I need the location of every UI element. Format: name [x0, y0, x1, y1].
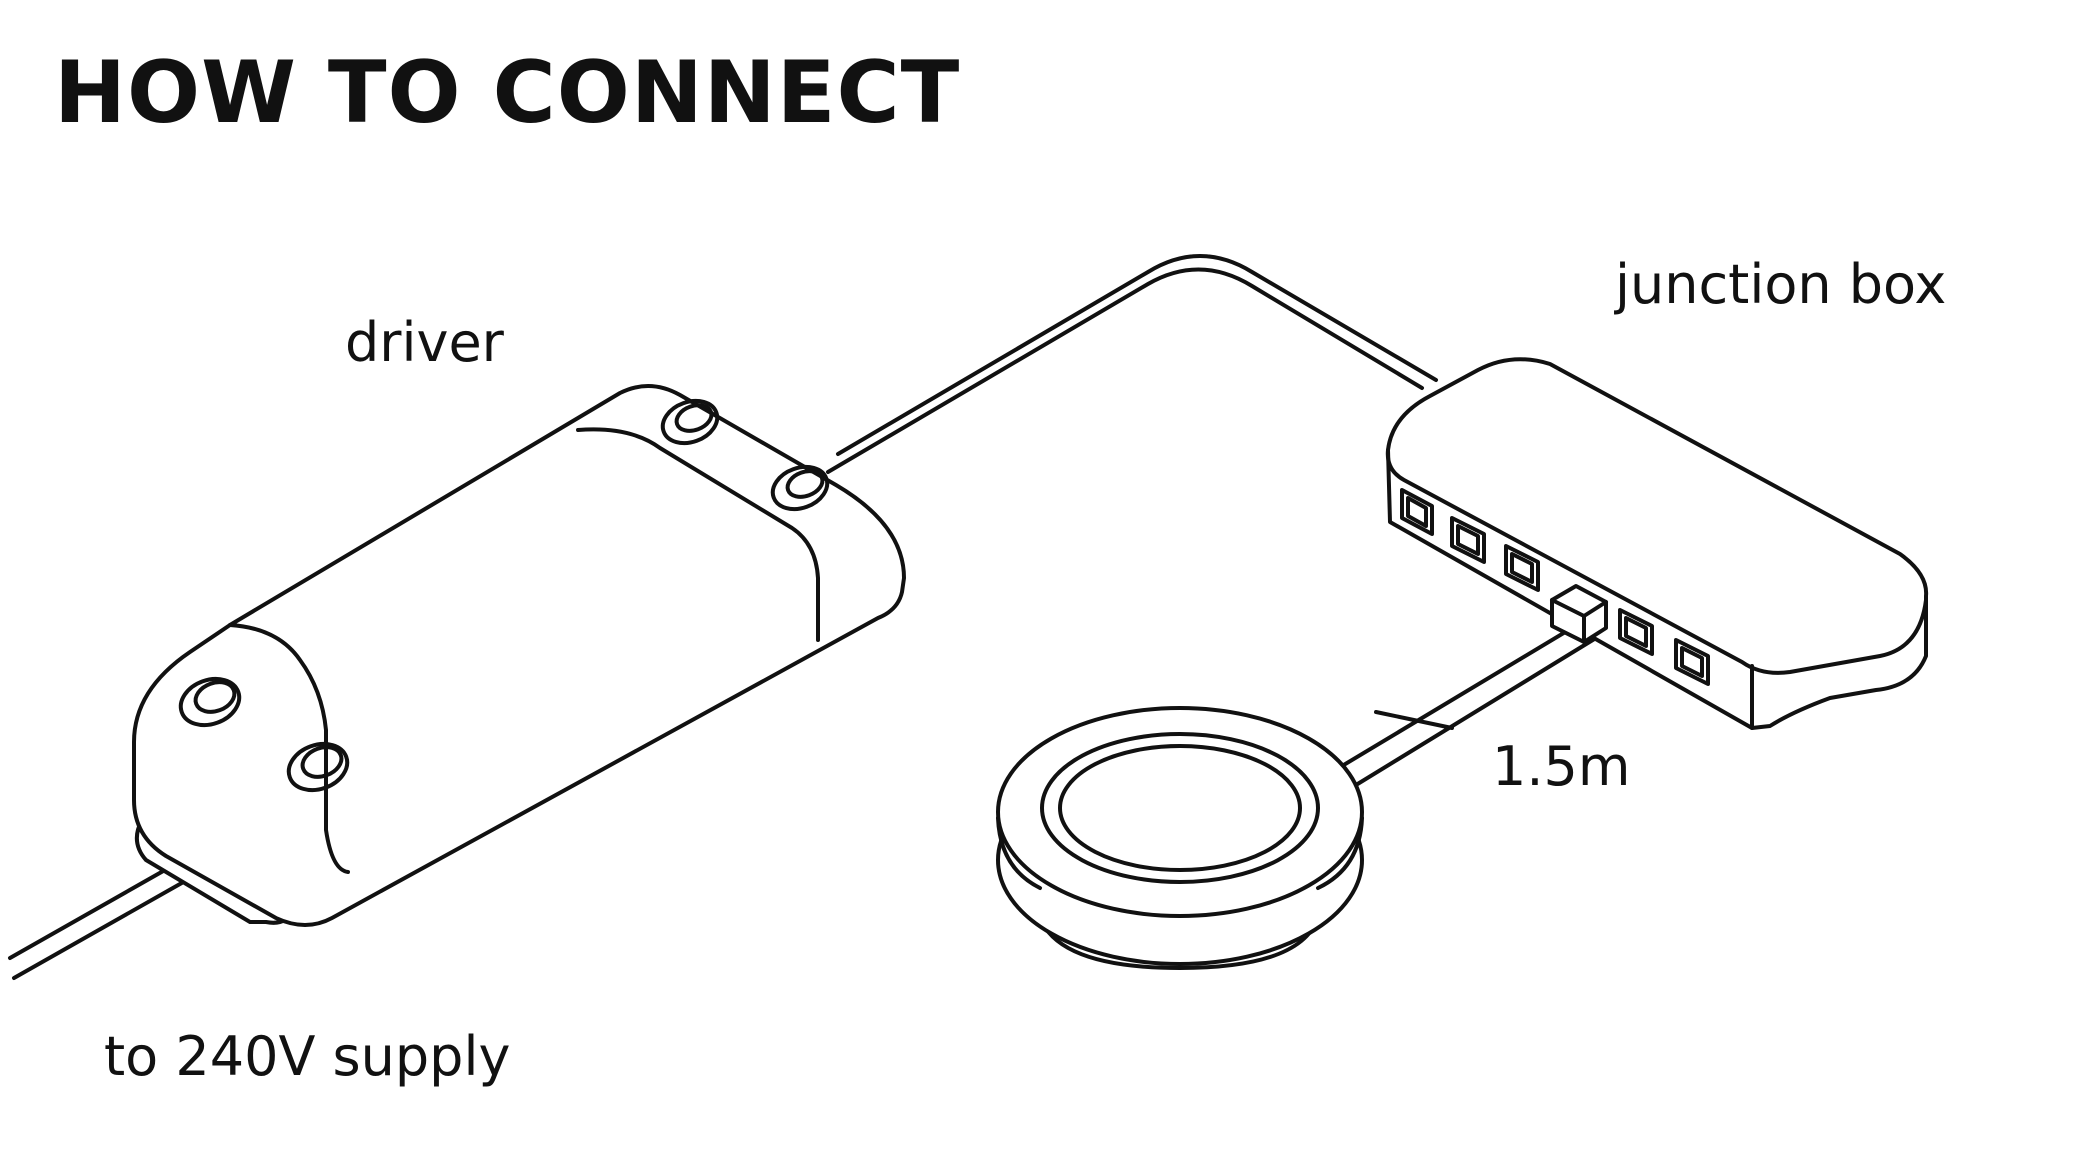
- supply-label: to 240V supply: [104, 1025, 511, 1088]
- driver-to-junction-cable: [826, 254, 1438, 474]
- cable-length-label: 1.5m: [1492, 735, 1631, 798]
- terminal-screw-icon: [660, 398, 720, 446]
- port-icon: [1450, 516, 1486, 564]
- junction-box-label: junction box: [1615, 253, 1947, 316]
- connector-plug-icon: [1550, 584, 1608, 644]
- port-icon: [1618, 608, 1654, 656]
- port-icon: [1674, 638, 1710, 686]
- page-title: HOW TO CONNECT: [54, 43, 961, 143]
- terminal-screw-icon: [770, 464, 830, 512]
- driver-label: driver: [345, 311, 504, 374]
- port-icon: [1504, 544, 1540, 592]
- terminal-screw-icon: [178, 676, 242, 728]
- downlight-icon: [996, 706, 1364, 970]
- downlight-cable: [1320, 620, 1598, 798]
- terminal-screw-icon: [286, 741, 350, 793]
- port-icon: [1400, 488, 1434, 536]
- driver-icon: [132, 383, 906, 927]
- junction-box-icon: [1385, 357, 1929, 730]
